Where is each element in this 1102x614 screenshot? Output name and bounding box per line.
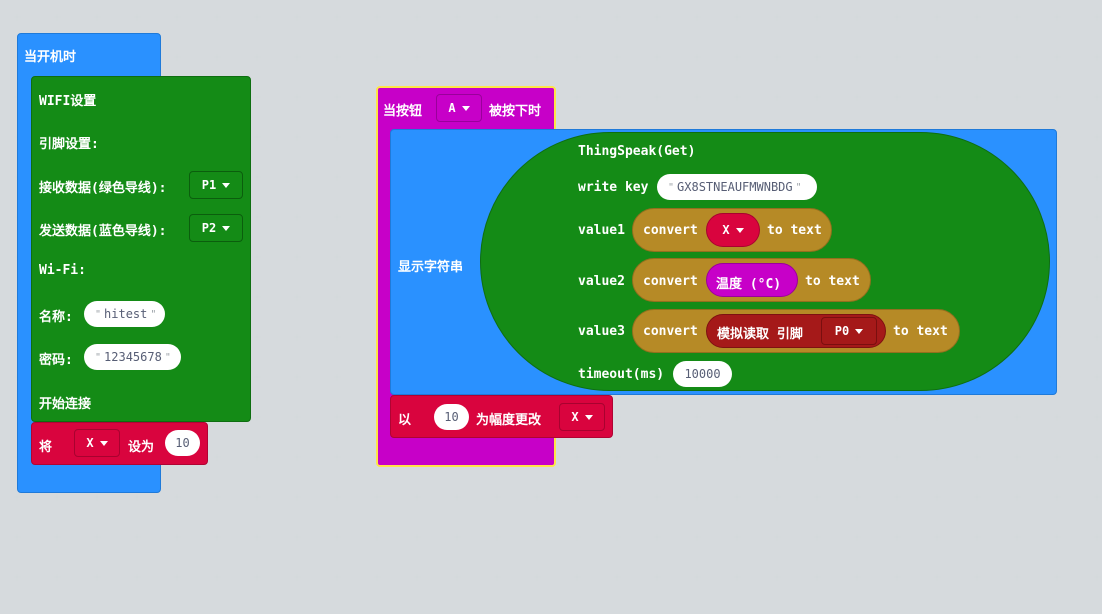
temperature-label: 温度 (°C) [716, 277, 782, 292]
show-string-label: 显示字符串 [398, 260, 464, 275]
password-value: 12345678 [104, 350, 162, 364]
on-button-suffix: 被按下时 [489, 104, 542, 119]
timeout-label: timeout(ms) [578, 367, 665, 382]
value1-variable-dropdown[interactable]: X [706, 213, 760, 247]
tx-pin-dropdown[interactable]: P2 [189, 214, 243, 242]
on-start-title: 当开机时 [24, 50, 77, 65]
chevron-down-icon [222, 182, 231, 188]
write-key-value: GX8STNEAUFMWNBDG [677, 180, 793, 194]
analog-read-label: 模拟读取 引脚 [717, 327, 803, 342]
change-variable-value: X [571, 410, 579, 424]
value3-convert-label: convert [643, 324, 698, 339]
value2-convert-label: convert [643, 274, 698, 289]
button-dropdown[interactable]: A [436, 94, 482, 122]
tx-label: 发送数据(蓝色导线): [39, 224, 167, 239]
button-value: A [448, 101, 456, 115]
wifi-header: Wi-Fi: [39, 263, 86, 278]
chevron-down-icon [222, 225, 231, 231]
chevron-down-icon [99, 440, 108, 446]
password-input[interactable]: "12345678" [84, 344, 181, 370]
chevron-down-icon [735, 227, 744, 233]
tx-pin-value: P2 [201, 221, 217, 235]
set-variable-dropdown[interactable]: X [74, 429, 120, 457]
change-middle: 为幅度更改 [476, 413, 542, 428]
change-prefix: 以 [398, 413, 412, 428]
write-key-input[interactable]: "GX8STNEAUFMWNBDG" [657, 174, 817, 200]
thingspeak-title: ThingSpeak(Get) [578, 144, 696, 159]
rx-pin-dropdown[interactable]: P1 [189, 171, 243, 199]
value1-to-text-label: to text [767, 223, 822, 238]
value2-to-text-label: to text [805, 274, 860, 289]
password-label: 密码: [39, 353, 73, 368]
set-prefix: 将 [39, 440, 53, 455]
rx-pin-value: P1 [201, 178, 217, 192]
analog-pin-dropdown[interactable]: P0 [821, 317, 877, 345]
value3-label: value3 [578, 324, 625, 339]
ssid-label: 名称: [39, 310, 73, 325]
value3-to-text-label: to text [893, 324, 948, 339]
temperature-block[interactable] [706, 263, 798, 297]
change-value-input[interactable]: 10 [434, 404, 469, 430]
write-key-label: write key [578, 180, 649, 195]
value1-convert-label: convert [643, 223, 698, 238]
value1-variable-value: X [722, 223, 730, 237]
chevron-down-icon [461, 105, 470, 111]
value2-label: value2 [578, 274, 625, 289]
analog-pin-value: P0 [834, 324, 850, 338]
set-variable-value: X [86, 436, 94, 450]
chevron-down-icon [855, 328, 864, 334]
ssid-value: hitest [104, 307, 148, 321]
pin-settings-header: 引脚设置: [39, 137, 99, 152]
change-variable-dropdown[interactable]: X [559, 403, 605, 431]
on-button-prefix: 当按钮 [383, 104, 423, 119]
ssid-input[interactable]: "hitest" [84, 301, 165, 327]
set-middle: 设为 [128, 440, 155, 455]
value1-label: value1 [578, 223, 625, 238]
set-value-input[interactable]: 10 [165, 430, 200, 456]
wifi-setup-block[interactable] [31, 76, 251, 422]
wifi-setup-title: WIFI设置 [39, 94, 97, 109]
rx-label: 接收数据(绿色导线): [39, 181, 167, 196]
connect-label: 开始连接 [39, 397, 92, 412]
chevron-down-icon [584, 414, 593, 420]
timeout-input[interactable]: 10000 [673, 361, 732, 387]
